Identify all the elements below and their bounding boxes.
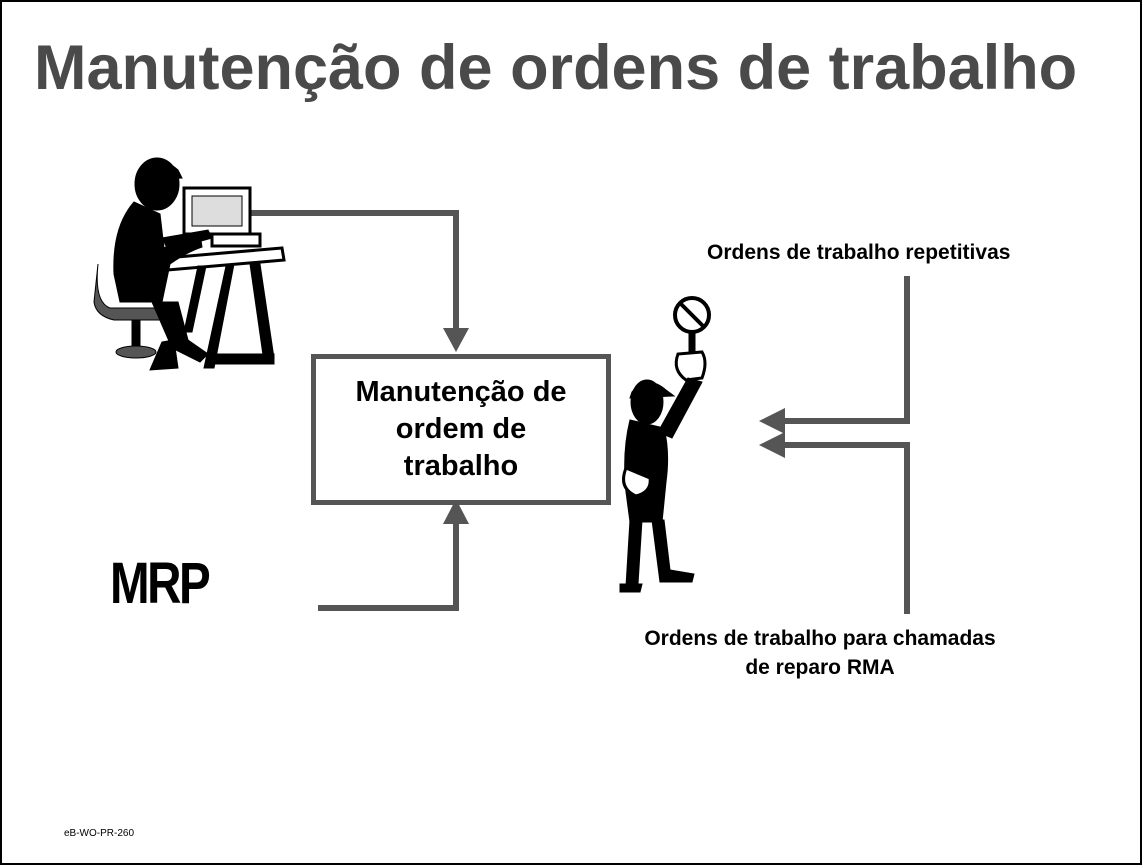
arrow-rma-to-person — [772, 442, 910, 614]
repetitive-work-orders-label: Ordens de trabalho repetitivas — [707, 241, 1011, 264]
arrow-computer-to-box — [202, 210, 459, 342]
arrow-repetitive-to-person — [772, 276, 910, 424]
box-line-2: ordem de — [395, 413, 527, 445]
arrow-mrp-to-box — [318, 512, 459, 611]
slide-title: Manutenção de ordens de trabalho — [34, 33, 1078, 103]
box-line-1: Manutenção de — [355, 376, 567, 408]
person-at-computer-icon — [93, 157, 286, 371]
box-line-3: trabalho — [403, 450, 519, 482]
rma-label-line-1: Ordens de trabalho para chamadas — [644, 627, 996, 650]
rma-label-line-2: de reparo RMA — [745, 656, 895, 679]
person-with-stop-sign-icon — [619, 296, 711, 593]
work-order-maintenance-box: Manutenção de ordem de trabalho — [311, 354, 611, 505]
mrp-label: MRP — [110, 551, 211, 616]
rma-work-orders-label: Ordens de trabalho para chamadas de repa… — [600, 624, 1040, 682]
footer-code: eB-WO-PR-260 — [64, 828, 135, 839]
